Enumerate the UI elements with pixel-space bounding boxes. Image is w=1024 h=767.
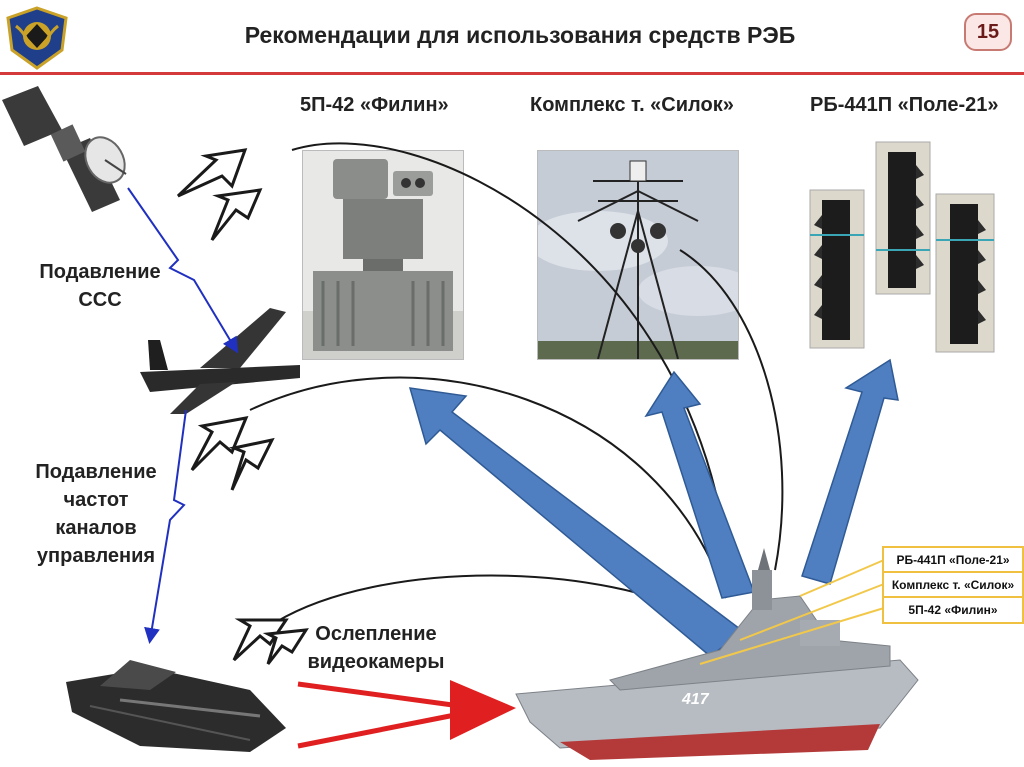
control-channel-jamming-label: Подавление частот каналов управления xyxy=(16,458,176,570)
jam-arrow-satellite-2 xyxy=(210,188,263,241)
unmanned-boat-icon xyxy=(66,660,286,752)
satcom-label-line2: ССС xyxy=(78,289,122,311)
blind-label-line1: Ослепление xyxy=(315,623,437,645)
pole-photo xyxy=(808,140,998,354)
red-blinding-arrows xyxy=(297,680,516,749)
arc-silok-link xyxy=(679,249,784,571)
satcom-jamming-label: Подавление ССС xyxy=(20,258,180,314)
blue-arrow-filin xyxy=(408,387,746,657)
blue-arrow-silok xyxy=(644,370,756,599)
arc-to-uav xyxy=(249,376,727,599)
blind-label-line2: видеокамеры xyxy=(307,651,445,673)
ship-legend-pole: РБ-441П «Поле-21» xyxy=(882,546,1024,574)
pole-heading: РБ-441П «Поле-21» xyxy=(810,94,999,116)
filin-photo xyxy=(302,150,464,360)
jam-arrow-boat-2 xyxy=(262,628,309,665)
blue-arrow-pole xyxy=(801,358,899,585)
control-label-line3: каналов xyxy=(55,517,137,539)
camera-blinding-label: Ослепление видеокамеры xyxy=(296,620,456,676)
satellite-icon xyxy=(2,86,127,212)
header-divider xyxy=(0,72,1024,75)
jam-arrow-uav-1 xyxy=(190,416,249,472)
uav-drone-icon xyxy=(140,308,300,414)
silok-heading: Комплекс т. «Силок» xyxy=(530,94,734,116)
emblem-logo xyxy=(4,6,70,70)
jam-arrow-boat-1 xyxy=(232,618,289,662)
control-label-line4: управления xyxy=(36,545,156,567)
satcom-label-line1: Подавление xyxy=(39,261,161,283)
ship-legend-silok: Комплекс т. «Силок» xyxy=(882,571,1024,599)
page-number-badge: 15 xyxy=(964,13,1012,51)
page-title: Рекомендации для использования средств Р… xyxy=(244,22,796,48)
ship-image: 417 xyxy=(515,548,919,760)
jam-arrow-satellite-1 xyxy=(176,148,248,198)
filin-heading: 5П-42 «Филин» xyxy=(300,94,449,116)
arc-to-satellite xyxy=(291,142,731,579)
jam-arrow-uav-2 xyxy=(228,437,275,491)
svg-text:417: 417 xyxy=(681,691,710,708)
silok-photo xyxy=(537,150,739,360)
control-label-line1: Подавление xyxy=(35,461,157,483)
control-label-line2: частот xyxy=(63,489,129,511)
ship-legend-filin: 5П-42 «Филин» xyxy=(882,596,1024,624)
